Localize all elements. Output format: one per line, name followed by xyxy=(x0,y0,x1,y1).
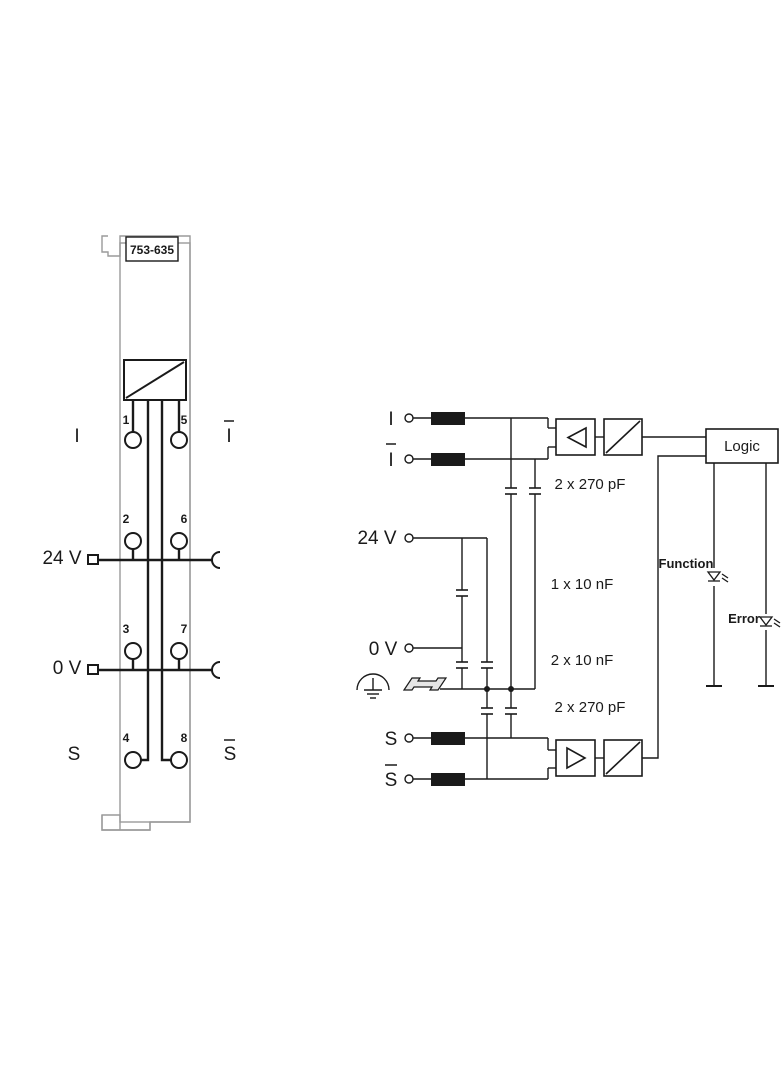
terminal-number-3: 3 xyxy=(123,622,130,636)
led-icon xyxy=(706,571,729,583)
led-icon xyxy=(758,616,781,628)
input-label-24v: 24 V xyxy=(357,528,396,549)
terminal-number-2: 2 xyxy=(123,512,130,526)
choke xyxy=(431,453,465,466)
terminal-1 xyxy=(124,431,142,449)
terminal-number-5: 5 xyxy=(181,413,188,427)
label-0v: 0 V xyxy=(53,658,82,679)
terminal-6 xyxy=(170,532,188,550)
label-s-inverted: S xyxy=(224,744,237,765)
led-label-error: Error xyxy=(728,611,760,626)
logic-block xyxy=(705,428,779,464)
terminal-number-6: 6 xyxy=(181,512,188,526)
junctions xyxy=(484,686,514,692)
terminal-number-7: 7 xyxy=(181,622,188,636)
terminal-number-1: 1 xyxy=(123,413,130,427)
choke xyxy=(431,732,465,745)
terminal-7 xyxy=(170,642,188,660)
terminal-8 xyxy=(170,751,188,769)
capacitor-label-4: 2 x 270 pF xyxy=(555,699,626,716)
input-terminals xyxy=(404,413,414,784)
inductors xyxy=(431,412,465,786)
amplifier-icon xyxy=(555,418,596,777)
terminal-5 xyxy=(170,431,188,449)
terminal-module: 753-635 xyxy=(42,235,237,831)
converter-icon xyxy=(123,359,187,401)
terminal-contacts xyxy=(124,431,188,769)
terminal-4 xyxy=(124,751,142,769)
internal-wiring xyxy=(92,400,212,762)
terminal-number-8: 8 xyxy=(181,731,188,745)
choke xyxy=(431,773,465,786)
input-label-s-inverted: S xyxy=(385,770,398,791)
ground-icon xyxy=(356,673,390,699)
schematic: I I 24 V 0 V S S xyxy=(356,409,781,791)
choke xyxy=(431,412,465,425)
capacitor-label-2: 1 x 10 nF xyxy=(551,576,614,593)
module-housing xyxy=(101,235,191,831)
capacitor-label-3: 2 x 10 nF xyxy=(551,652,614,669)
input-label-i: I xyxy=(388,409,393,430)
label-24v: 24 V xyxy=(42,548,81,569)
input-label-s: S xyxy=(385,729,398,750)
converter-icon xyxy=(603,418,643,777)
capacitors xyxy=(456,487,541,715)
terminal-number-4: 4 xyxy=(123,731,130,745)
terminal-3 xyxy=(124,642,142,660)
label-s: S xyxy=(68,744,81,765)
part-number: 753-635 xyxy=(130,243,174,257)
capacitor-label-1: 2 x 270 pF xyxy=(555,476,626,493)
label-i-inverted: I xyxy=(226,426,231,447)
input-label-i-inverted: I xyxy=(388,450,393,471)
led-label-function: Function xyxy=(659,556,714,571)
label-i: I xyxy=(74,426,79,447)
din-rail-icon xyxy=(402,677,448,691)
terminal-2 xyxy=(124,532,142,550)
logic-label: Logic xyxy=(724,438,760,455)
part-number-box xyxy=(125,236,179,262)
power-jumper-contacts xyxy=(87,551,221,679)
input-label-0v: 0 V xyxy=(369,639,398,660)
schematic-wires xyxy=(413,417,774,780)
